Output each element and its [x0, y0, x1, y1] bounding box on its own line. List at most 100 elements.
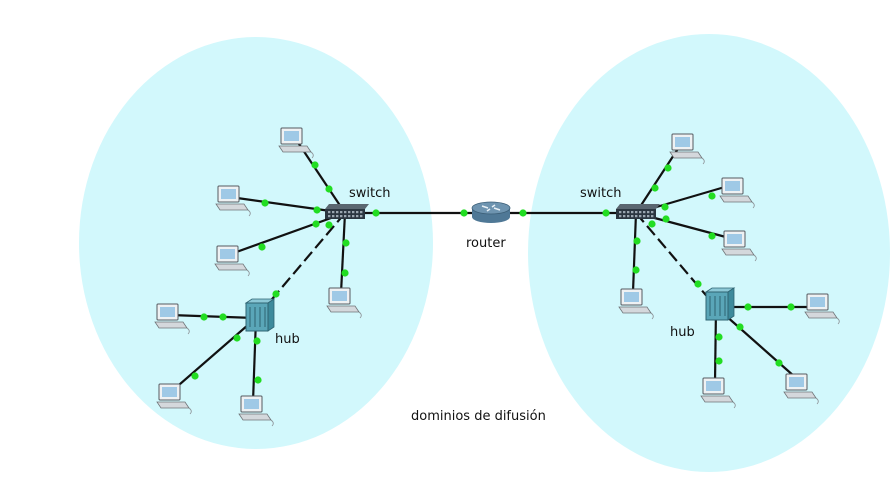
- link-dot: [661, 203, 669, 211]
- pc-screen: [221, 189, 236, 199]
- link-dot: [258, 243, 266, 251]
- router-top: [471, 201, 511, 215]
- hub-side: [727, 287, 735, 321]
- link-hub-left-pc-2: [171, 317, 257, 392]
- pc-screen: [332, 291, 347, 301]
- pc-screen: [244, 399, 259, 409]
- pc-screen: [706, 381, 721, 391]
- link-dot: [648, 220, 656, 228]
- switch-port: [619, 215, 622, 218]
- link-dot: [519, 209, 527, 217]
- link-switch-right-hub: [635, 212, 717, 308]
- hub-left: [244, 298, 276, 332]
- pc-cable: [186, 327, 190, 335]
- switch-port: [356, 215, 359, 218]
- pc-screen: [810, 297, 825, 307]
- link-dot: [253, 337, 261, 345]
- link-dot: [460, 209, 468, 217]
- switch-port: [647, 215, 650, 218]
- pc-screen: [727, 234, 742, 244]
- link-dot: [708, 192, 716, 200]
- hub-left-label: hub: [275, 332, 300, 347]
- pc-right-hub-1: [804, 293, 840, 325]
- hub-front: [245, 302, 269, 332]
- pc-base: [719, 195, 753, 203]
- link-dot: [633, 237, 641, 245]
- pc-cable: [358, 311, 362, 319]
- switch-port: [340, 211, 343, 214]
- switch-port: [352, 215, 355, 218]
- pc-cable: [650, 312, 654, 320]
- link-dot: [602, 209, 610, 217]
- link-dot: [191, 372, 199, 380]
- pc-base: [326, 305, 360, 313]
- pc-screen: [162, 387, 177, 397]
- pc-cable: [732, 401, 736, 409]
- router-arrow: [493, 207, 501, 211]
- pc-cable: [310, 151, 314, 159]
- link-switch-left-router: [345, 209, 485, 217]
- pc-right-hub-2: [783, 373, 819, 405]
- pc-base: [618, 306, 652, 314]
- link-dot: [261, 199, 269, 207]
- broadcast-domain-left: [79, 37, 433, 449]
- link-dot: [341, 269, 349, 277]
- link-line: [251, 317, 258, 403]
- router-label: router: [466, 236, 506, 251]
- switch-port: [336, 215, 339, 218]
- switch-top: [616, 204, 660, 209]
- link-dot: [715, 357, 723, 365]
- switch-port: [623, 211, 626, 214]
- link-dot: [272, 290, 280, 298]
- pc-left-hub-1: [154, 303, 190, 335]
- pc-cable: [753, 254, 757, 262]
- link-line: [255, 212, 346, 319]
- switch-port: [348, 215, 351, 218]
- switch-port: [348, 211, 351, 214]
- switch-front: [616, 209, 656, 219]
- link-line: [227, 211, 346, 257]
- pc-cable: [836, 317, 840, 325]
- link-dot: [736, 323, 744, 331]
- link-dot: [632, 266, 640, 274]
- hub-right-label: hub: [670, 325, 695, 340]
- pc-left-hub-2: [156, 383, 192, 415]
- link-dot: [200, 313, 208, 321]
- pc-cable: [701, 157, 705, 165]
- link-line: [339, 212, 347, 294]
- pc-screen: [675, 137, 690, 147]
- pc-base: [804, 311, 838, 319]
- pc-base: [278, 145, 312, 153]
- pc-left-hub-3: [238, 395, 274, 427]
- switch-port: [627, 211, 630, 214]
- link-line: [171, 317, 257, 392]
- broadcast-domain-right: [528, 34, 890, 472]
- hub-right: [704, 287, 736, 321]
- link-dot: [708, 232, 716, 240]
- switch-top: [325, 204, 369, 209]
- pc-screen: [789, 377, 804, 387]
- link-line: [631, 212, 638, 293]
- pc-base: [669, 151, 703, 159]
- link-switch-left-hub: [255, 212, 346, 319]
- switch-port: [332, 215, 335, 218]
- link-line: [169, 313, 257, 320]
- pc-cable: [270, 419, 274, 427]
- pc-base: [783, 391, 817, 399]
- switch-port: [340, 215, 343, 218]
- pc-base: [154, 321, 188, 329]
- devices-layer: [154, 127, 840, 427]
- switch-port: [352, 211, 355, 214]
- switch-port: [643, 211, 646, 214]
- switch-port: [360, 211, 363, 214]
- switch-port: [647, 211, 650, 214]
- pc-left-top: [278, 127, 314, 159]
- switch-port: [627, 215, 630, 218]
- router-arrow: [486, 208, 491, 212]
- switch-port: [639, 215, 642, 218]
- switch-port: [639, 211, 642, 214]
- switch-port: [631, 211, 634, 214]
- link-line: [635, 212, 717, 308]
- link-dot: [313, 206, 321, 214]
